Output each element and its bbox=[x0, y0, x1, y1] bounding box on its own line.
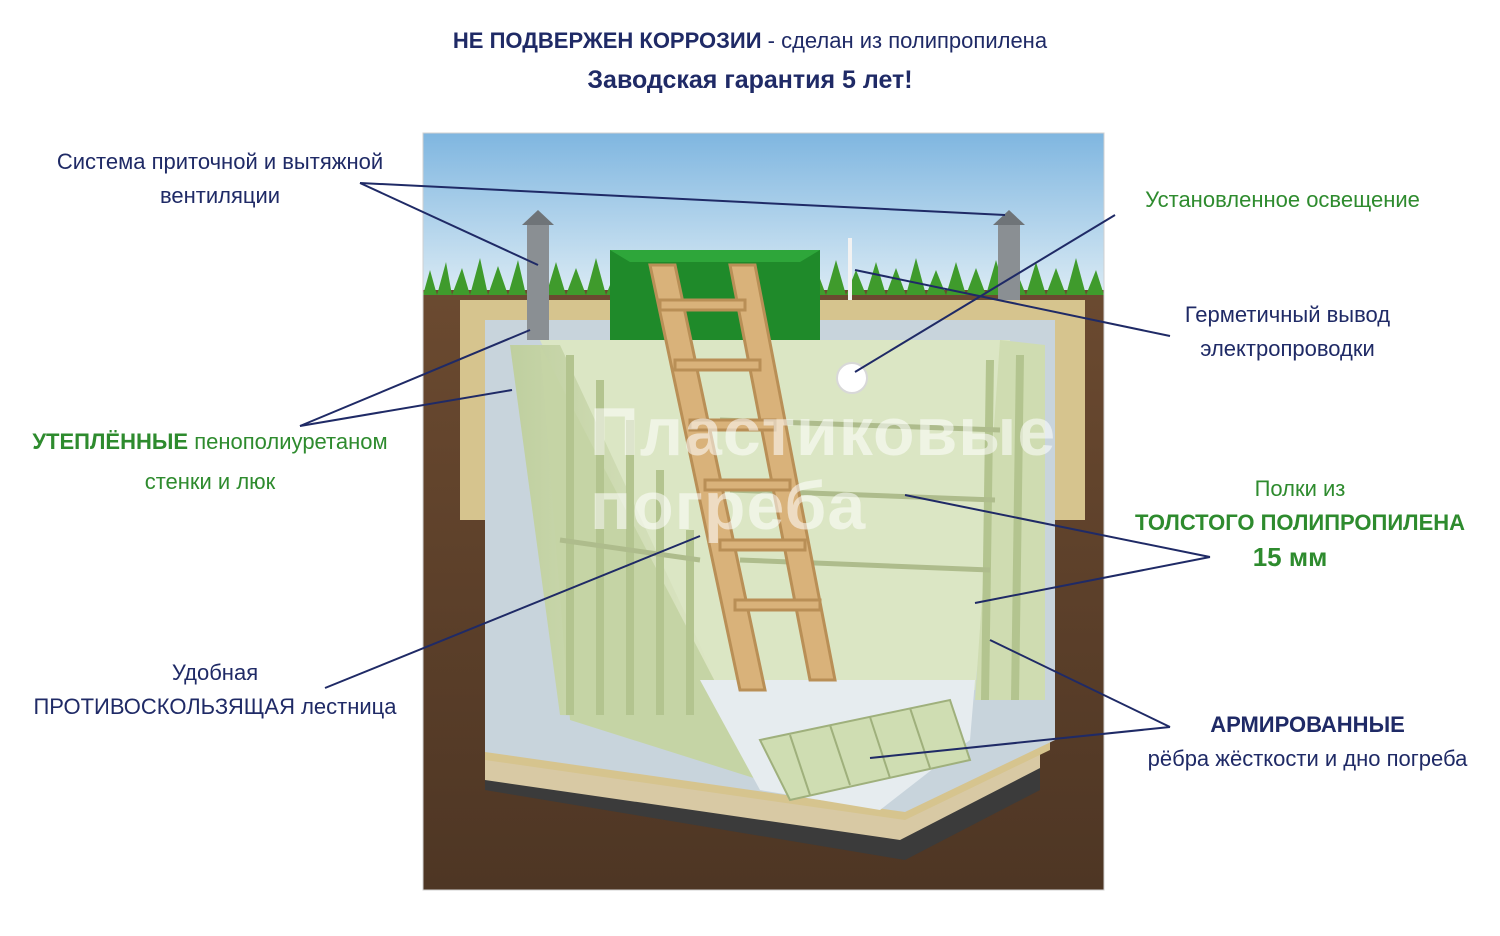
ventilation-label-line2: вентиляции bbox=[159, 183, 281, 208]
insulation-label: УТЕПЛЁННЫЕ пенополиуретаном стенки и люк bbox=[10, 425, 410, 499]
vent-pipe-left bbox=[522, 210, 554, 340]
diagram-frame bbox=[422, 132, 1105, 891]
hatch bbox=[610, 250, 820, 340]
ladder-label-line2: ПРОТИВОСКОЛЬЗЯЩАЯ лестница bbox=[10, 690, 420, 724]
cellar-left-wall-face bbox=[540, 345, 760, 780]
ribs-label-line2: рёбра жёсткости и дно погреба bbox=[1147, 746, 1468, 771]
lamp bbox=[836, 362, 868, 394]
floor-grating bbox=[758, 698, 972, 802]
insulation-label-bold: УТЕПЛЁННЫЕ bbox=[32, 429, 189, 454]
ventilation-label-line1: Система приточной и вытяжной bbox=[56, 149, 384, 174]
shelves-label-line3: 15 мм bbox=[1252, 542, 1328, 572]
leader-lines bbox=[299, 182, 1211, 759]
ladder-label-bold: ПРОТИВОСКОЛЬЗЯЩАЯ bbox=[33, 694, 295, 719]
header-line2: Заводская гарантия 5 лет! bbox=[587, 66, 913, 94]
wiring-label-line1: Герметичный вывод bbox=[1184, 302, 1391, 327]
header-line1-bold: НЕ ПОДВЕРЖЕН КОРРОЗИИ bbox=[452, 28, 762, 53]
wiring-label: Герметичный вывод электропроводки bbox=[1150, 298, 1425, 366]
ladder-label: Удобная ПРОТИВОСКОЛЬЗЯЩАЯ лестница bbox=[10, 656, 420, 724]
ladder bbox=[648, 263, 837, 692]
ribs-label: АРМИРОВАННЫЕ рёбра жёсткости и дно погре… bbox=[1120, 708, 1495, 776]
header-line1: НЕ ПОДВЕРЖЕН КОРРОЗИИ - сделан из полипр… bbox=[0, 28, 1500, 54]
watermark: Пластиковые погреба bbox=[590, 395, 1110, 543]
insulation-label-line1: УТЕПЛЁННЫЕ пенополиуретаном bbox=[10, 425, 410, 459]
wiring-label-line2: электропроводки bbox=[1200, 336, 1375, 361]
ladder-label-line1: Удобная bbox=[171, 660, 259, 685]
hatch-top bbox=[610, 250, 820, 262]
shelves-label-line1: Полки из bbox=[1254, 476, 1346, 501]
cellar-right-wall bbox=[975, 340, 1045, 700]
ventilation-label: Система приточной и вытяжной вентиляции bbox=[20, 145, 420, 213]
insulation-label-line2: стенки и люк bbox=[144, 469, 276, 494]
watermark-line1: Пластиковые bbox=[590, 394, 1057, 470]
ribs-label-line1: АРМИРОВАННЫЕ bbox=[1210, 712, 1405, 737]
header-line1-rest: - сделан из полипропилена bbox=[761, 28, 1048, 53]
insulation-label-rest: пенополиуретаном bbox=[188, 429, 388, 454]
lighting-label: Установленное освещение bbox=[1145, 187, 1420, 212]
watermark-line2: погреба bbox=[590, 468, 867, 544]
shelves-label: Полки из ТОЛСТОГО ПОЛИПРОПИЛЕНА 15 мм bbox=[1110, 472, 1490, 574]
ladder-label-rest: лестница bbox=[294, 694, 397, 719]
shelves-label-line2: ТОЛСТОГО ПОЛИПРОПИЛЕНА bbox=[1134, 510, 1466, 535]
